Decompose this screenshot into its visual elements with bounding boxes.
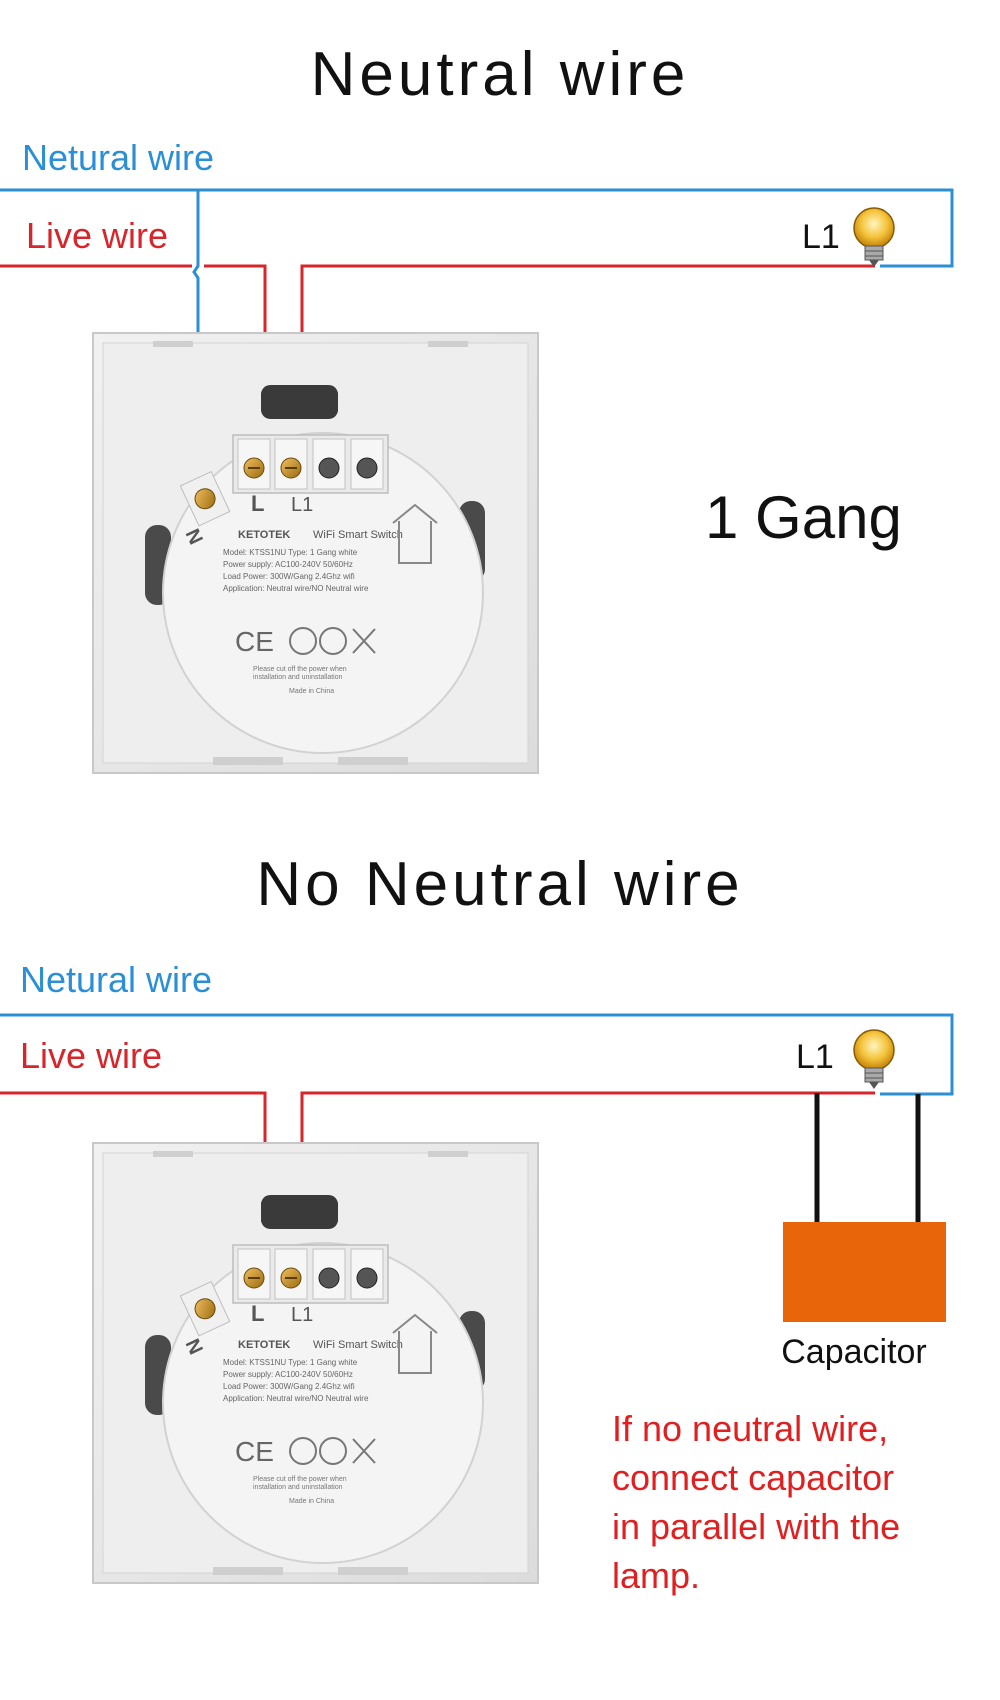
section-2-switch-plate: L L1 N KETOTEK WiFi Smart Switch Model: … bbox=[92, 1142, 539, 1584]
terminal-l1-label: L1 bbox=[291, 1304, 313, 1326]
made-in-label: Made in China bbox=[289, 1498, 334, 1505]
capacitor-leads bbox=[814, 1093, 921, 1225]
section-2-neutral-label: Netural wire bbox=[20, 959, 212, 1000]
recycle-icon bbox=[289, 627, 317, 655]
product-label: WiFi Smart Switch bbox=[313, 529, 403, 541]
capacitor-note: If no neutral wire, connect capacitor in… bbox=[612, 1408, 900, 1596]
spec-line: Power supply: AC100-240V 50/60Hz bbox=[223, 1370, 353, 1379]
bin-icon bbox=[352, 1438, 376, 1464]
brand-label: KETOTEK bbox=[238, 1339, 290, 1351]
terminal-l1-label: L1 bbox=[291, 494, 313, 516]
warning-line: installation and uninstallation bbox=[253, 674, 343, 681]
section-1-lamp-label: L1 bbox=[802, 218, 840, 256]
spec-line: Model: KTSS1NU Type: 1 Gang white bbox=[223, 548, 358, 557]
house-icon bbox=[392, 503, 438, 564]
section-2-lightbulb-icon bbox=[853, 1029, 895, 1089]
made-in-label: Made in China bbox=[289, 688, 334, 695]
bin-icon bbox=[352, 628, 376, 654]
spec-line: Model: KTSS1NU Type: 1 Gang white bbox=[223, 1358, 358, 1367]
weee-icon bbox=[319, 627, 347, 655]
section-2-live-label: Live wire bbox=[20, 1035, 162, 1076]
note-line: in parallel with the bbox=[612, 1506, 900, 1547]
product-label: WiFi Smart Switch bbox=[313, 1339, 403, 1351]
capacitor-label: Capacitor bbox=[781, 1333, 927, 1371]
note-line: If no neutral wire, bbox=[612, 1408, 888, 1449]
section-1-neutral-label: Netural wire bbox=[22, 137, 214, 178]
spec-line: Power supply: AC100-240V 50/60Hz bbox=[223, 560, 353, 569]
capacitor-box bbox=[783, 1222, 946, 1322]
house-icon bbox=[392, 1313, 438, 1374]
section-1-switch-plate: L L1 N KETOTEK WiFi Smart Switch Model: … bbox=[92, 332, 539, 774]
spec-line: Load Power: 300W/Gang 2.4Ghz wifi bbox=[223, 1382, 355, 1391]
terminal-l-label: L bbox=[251, 1301, 264, 1326]
warning-line: installation and uninstallation bbox=[253, 1484, 343, 1491]
section-2-lamp-label: L1 bbox=[796, 1038, 834, 1076]
spec-line: Application: Neutral wire/NO Neutral wir… bbox=[223, 584, 369, 593]
brand-label: KETOTEK bbox=[238, 529, 290, 541]
terminal-l-label: L bbox=[251, 491, 264, 516]
section-1-title: Neutral wire bbox=[311, 40, 690, 109]
warning-line: Please cut off the power when bbox=[253, 666, 347, 673]
ce-mark: CE bbox=[235, 626, 274, 657]
recycle-icon bbox=[289, 1437, 317, 1465]
section-1-live-label: Live wire bbox=[26, 215, 168, 256]
spec-line: Load Power: 300W/Gang 2.4Ghz wifi bbox=[223, 572, 355, 581]
note-line: lamp. bbox=[612, 1555, 700, 1596]
spec-line: Application: Neutral wire/NO Neutral wir… bbox=[223, 1394, 369, 1403]
ce-mark: CE bbox=[235, 1436, 274, 1467]
note-line: connect capacitor bbox=[612, 1457, 894, 1498]
section-2-title: No Neutral wire bbox=[256, 850, 743, 919]
weee-icon bbox=[319, 1437, 347, 1465]
warning-line: Please cut off the power when bbox=[253, 1476, 347, 1483]
section-1-lightbulb-icon bbox=[853, 207, 895, 267]
gang-label: 1 Gang bbox=[705, 484, 902, 551]
